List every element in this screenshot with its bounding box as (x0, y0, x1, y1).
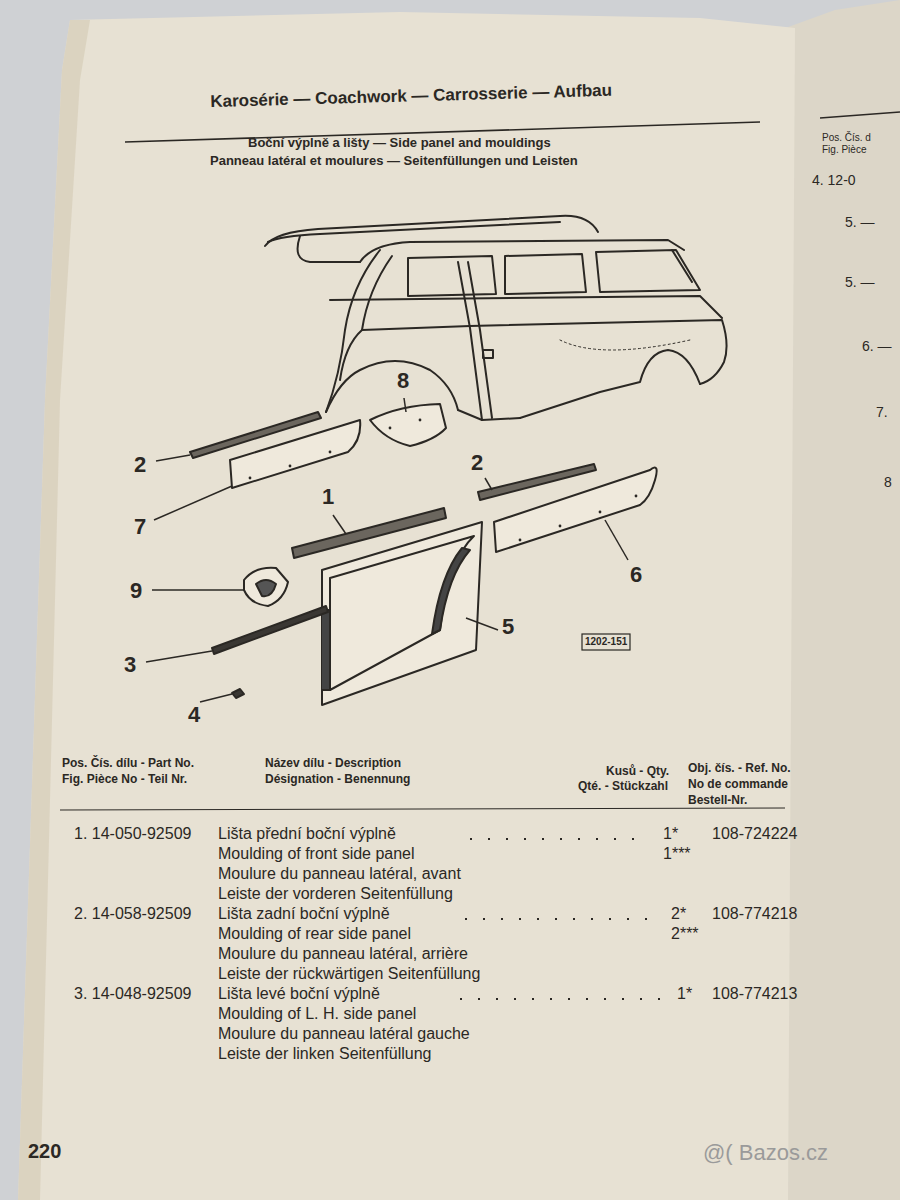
part-description: Lišta zadní boční výplně (218, 905, 390, 923)
figure-stamp: 1202-151 (585, 636, 627, 648)
part-description: Lišta přední boční výplně (218, 825, 396, 843)
quantity: 1* (677, 985, 692, 1003)
column-header: Pos. Čís. dílu - Part No. (62, 757, 194, 771)
next-page-fragment: 5. — (845, 214, 875, 230)
part-number: 1. 14-050-92509 (74, 825, 191, 843)
leader-lines (146, 398, 628, 702)
reference-number: 108-724224 (712, 825, 797, 843)
column-header: Qté. - Stückzahl (578, 780, 668, 794)
next-page-fragment: 4. 12-0 (812, 172, 856, 188)
quantity: 1*** (663, 845, 691, 863)
next-page-fragment: 6. — (862, 338, 892, 354)
callout-number: 8 (397, 368, 409, 393)
column-header: Obj. čís. - Ref. No. (688, 762, 791, 776)
reference-number: 108-774218 (712, 905, 797, 923)
column-header: Fig. Pièce No - Teil Nr. (62, 773, 187, 787)
callout-number: 4 (188, 702, 200, 727)
exploded-parts (190, 404, 657, 705)
callout-number: 2 (134, 452, 146, 477)
watermark: @( Bazos.cz (703, 1140, 828, 1165)
figure-stamp-box (582, 634, 630, 650)
next-page-fragment: Fig. Pièce (822, 144, 866, 156)
column-header: Bestell-Nr. (688, 794, 747, 808)
callout-number: 5 (502, 614, 514, 639)
part-description: Moulure du panneau latéral gauche (218, 1025, 470, 1043)
part-number: 2. 14-058-92509 (74, 905, 191, 923)
dot-leaders (460, 839, 660, 999)
column-header: Désignation - Benennung (265, 773, 410, 787)
reference-number: 108-774213 (712, 985, 797, 1003)
quantity: 2*** (671, 925, 699, 943)
callout-number: 9 (130, 578, 142, 603)
callout-number: 2 (471, 450, 483, 475)
callout-number: 1 (322, 484, 334, 509)
table-rule (60, 808, 785, 810)
part-description: Leiste der linken Seitenfüllung (218, 1045, 431, 1063)
next-page-fragment: Pos. Čís. d (822, 132, 871, 144)
part-description: Moulure du panneau latéral, arrière (218, 945, 468, 963)
callout-number: 6 (630, 562, 642, 587)
part-description: Leiste der rückwärtigen Seitenfüllung (218, 965, 480, 983)
part-description: Moulure du panneau latéral, avant (218, 865, 461, 883)
part-description: Moulding of L. H. side panel (218, 1005, 416, 1023)
part-description: Leiste der vorderen Seitenfüllung (218, 885, 453, 903)
callout-number: 3 (124, 652, 136, 677)
column-header: Kusů - Qty. (606, 765, 669, 779)
quantity: 1* (663, 825, 678, 843)
book-page (18, 12, 795, 1200)
next-page-fragment: 7. (876, 404, 888, 420)
page-number: 220 (28, 1140, 61, 1163)
column-header: Název dílu - Description (265, 757, 401, 771)
column-header: No de commande (688, 778, 788, 792)
part-description: Lišta levé boční výplně (218, 985, 380, 1003)
next-page-fragment: 5. — (845, 274, 875, 290)
section-title: Boční výplně a lišty — Side panel and mo… (248, 136, 551, 151)
car-body (265, 216, 727, 420)
part-description: Moulding of rear side panel (218, 925, 411, 943)
section-title: Panneau latéral et moulures — Seitenfüll… (210, 154, 578, 169)
part-number: 3. 14-048-92509 (74, 985, 191, 1003)
quantity: 2* (671, 905, 686, 923)
callout-number: 7 (134, 514, 146, 539)
part-description: Moulding of front side panel (218, 845, 415, 863)
page-heading: Karosérie — Coachwork — Carrosserie — Au… (210, 81, 612, 112)
next-page-fragment: 8 (884, 474, 892, 490)
rivet-holes (249, 419, 638, 542)
